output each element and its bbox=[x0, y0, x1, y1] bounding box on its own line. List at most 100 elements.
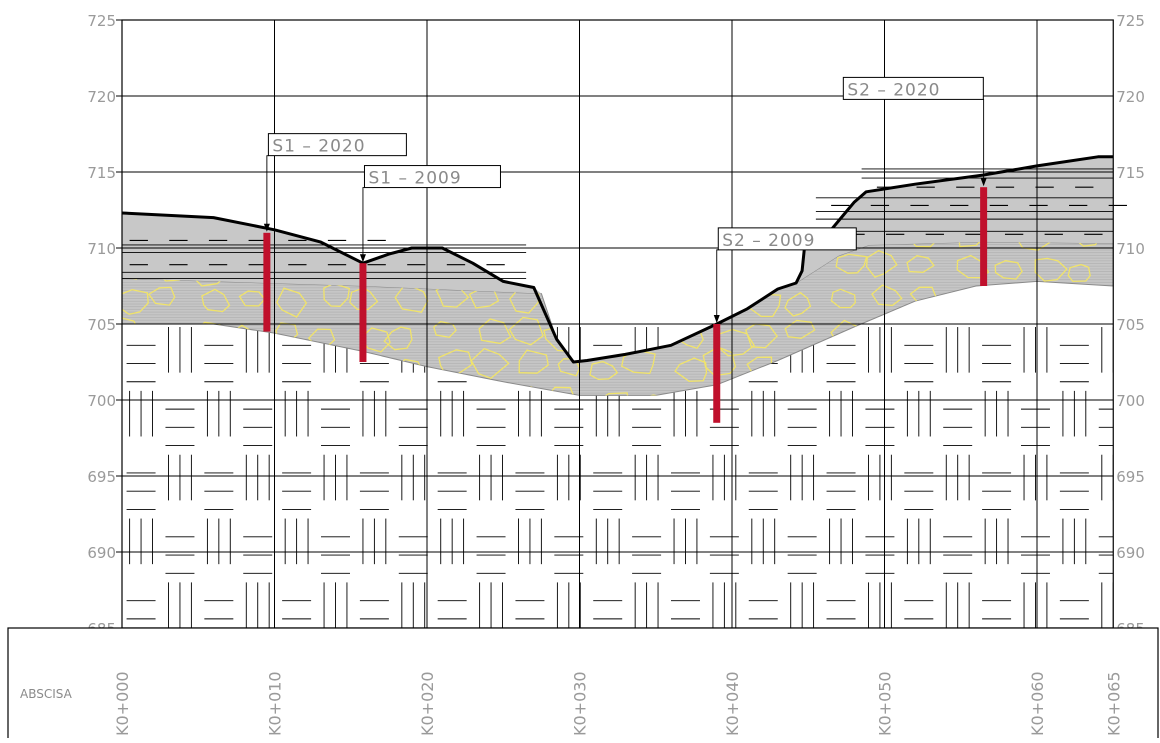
gravel-stone bbox=[117, 393, 144, 410]
gravel-stone bbox=[462, 394, 495, 419]
left-elevation-label: 725 bbox=[87, 12, 116, 30]
right-elevation-axis: 725720715710705700695690685 bbox=[1116, 12, 1145, 638]
gravel-stone bbox=[639, 224, 666, 247]
gravel-stone bbox=[519, 387, 544, 407]
gravel-stone bbox=[277, 358, 310, 385]
gravel-stone bbox=[238, 359, 267, 381]
gravel-stone bbox=[980, 351, 1008, 374]
gravel-stone bbox=[155, 353, 185, 376]
left-elevation-axis: 725720715710705700695690685 bbox=[87, 12, 122, 638]
borehole-label: S1 – 2020 bbox=[272, 137, 365, 157]
gravel-stone bbox=[680, 395, 706, 412]
left-elevation-label: 695 bbox=[87, 468, 116, 486]
gravel-stone bbox=[636, 260, 671, 283]
gravel-stone bbox=[202, 362, 230, 380]
gravel-stone bbox=[874, 362, 898, 383]
gravel-stone bbox=[557, 220, 585, 242]
borehole-bar bbox=[713, 324, 720, 423]
gravel-stone bbox=[990, 393, 1023, 418]
gravel-stone bbox=[432, 394, 461, 415]
gravel-stone bbox=[676, 294, 703, 317]
right-elevation-label: 705 bbox=[1116, 316, 1145, 334]
right-elevation-label: 725 bbox=[1116, 12, 1145, 30]
gravel-stone bbox=[1065, 288, 1086, 306]
gravel-stone bbox=[1061, 390, 1089, 413]
abscissa-label: K0+040 bbox=[723, 671, 742, 736]
gravel-stone bbox=[875, 330, 899, 351]
right-elevation-label: 715 bbox=[1116, 164, 1145, 182]
abscissa-row-label: ABSCISA bbox=[20, 687, 73, 701]
gravel-stone bbox=[1028, 287, 1058, 312]
borehole-label: S2 – 2009 bbox=[722, 231, 815, 251]
gravel-stone bbox=[156, 328, 187, 350]
gravel-stone bbox=[625, 324, 658, 346]
gravel-stone bbox=[514, 251, 545, 277]
gravel-stone bbox=[555, 259, 586, 280]
gravel-stone bbox=[593, 262, 617, 282]
gravel-stone bbox=[502, 219, 540, 247]
gravel-stone bbox=[993, 325, 1016, 342]
gravel-stone bbox=[594, 226, 620, 243]
gravel-stone bbox=[590, 325, 621, 347]
left-elevation-label: 690 bbox=[87, 544, 116, 562]
gravel-stone bbox=[706, 255, 731, 274]
gravel-stone bbox=[899, 354, 932, 377]
gravel-stone bbox=[1025, 318, 1060, 342]
gravel-stone bbox=[911, 322, 942, 344]
gravel-stone bbox=[991, 288, 1028, 314]
right-elevation-label: 700 bbox=[1116, 392, 1145, 410]
gravel-stone bbox=[280, 396, 309, 417]
gravel-stone bbox=[819, 359, 853, 385]
gravel-stone bbox=[235, 397, 260, 415]
gravel-stone bbox=[585, 288, 616, 309]
gravel-stone bbox=[676, 223, 698, 242]
gravel-stone bbox=[953, 391, 983, 416]
right-elevation-label: 695 bbox=[1116, 468, 1145, 486]
borehole-label: S1 – 2009 bbox=[368, 169, 461, 189]
borehole-leader bbox=[267, 156, 269, 225]
borehole-bar bbox=[263, 233, 270, 332]
gravel-stone bbox=[600, 393, 629, 415]
gravel-stone bbox=[712, 281, 746, 306]
gravel-stone bbox=[640, 294, 664, 310]
borehole-leader bbox=[717, 250, 719, 316]
abscissa-label: K0+060 bbox=[1028, 671, 1047, 736]
gravel-stone bbox=[315, 393, 338, 415]
gravel-stone bbox=[477, 225, 503, 245]
gravel-stone bbox=[642, 395, 670, 417]
left-elevation-label: 715 bbox=[87, 164, 116, 182]
gravel-stone bbox=[871, 396, 894, 415]
gravel-stone bbox=[1076, 356, 1102, 377]
gravel-stone bbox=[944, 318, 982, 344]
left-elevation-label: 720 bbox=[87, 88, 116, 106]
gravel-stone bbox=[790, 397, 812, 412]
gravel-stone bbox=[201, 394, 225, 415]
abscissa-label: K0+000 bbox=[113, 671, 132, 736]
gravel-stone bbox=[158, 394, 183, 411]
left-elevation-label: 710 bbox=[87, 240, 116, 258]
abscissa-label: K0+050 bbox=[876, 671, 895, 736]
borehole-label: S2 – 2020 bbox=[847, 80, 940, 100]
abscissa-label: K0+020 bbox=[418, 671, 437, 736]
gravel-stone bbox=[797, 363, 824, 382]
gravel-stone bbox=[382, 386, 416, 409]
abscissa-label: K0+010 bbox=[266, 671, 285, 736]
abscissa-label: K0+030 bbox=[571, 671, 590, 736]
gravel-stone bbox=[345, 216, 379, 243]
right-elevation-label: 710 bbox=[1116, 240, 1145, 258]
gravel-stone bbox=[547, 288, 569, 305]
abscissa-label: K0+065 bbox=[1104, 671, 1123, 736]
gravel-stone bbox=[956, 290, 988, 309]
right-elevation-label: 720 bbox=[1116, 88, 1145, 106]
left-elevation-label: 705 bbox=[87, 316, 116, 334]
gravel-stone bbox=[746, 258, 774, 280]
borehole-bar bbox=[359, 263, 366, 362]
gravel-stone bbox=[670, 253, 699, 276]
gravel-stone bbox=[431, 222, 464, 244]
right-elevation-label: 690 bbox=[1116, 544, 1145, 562]
gravel-stone bbox=[196, 322, 226, 346]
borehole-bar bbox=[980, 187, 987, 286]
gravel-stone bbox=[346, 363, 374, 383]
